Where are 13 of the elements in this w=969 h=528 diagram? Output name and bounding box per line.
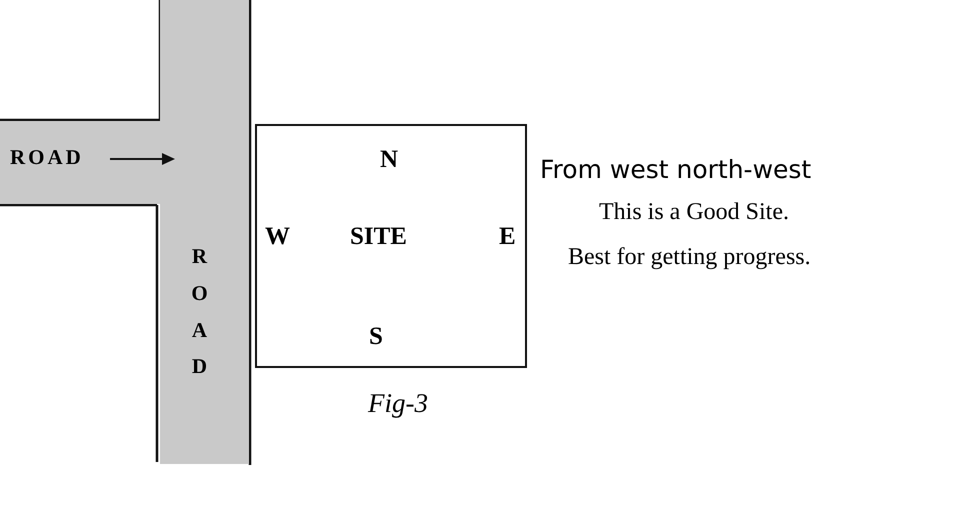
road-label: ROAD <box>10 145 84 170</box>
heading: From west north-west <box>540 155 812 184</box>
note-text: This is a Good Site. <box>599 199 789 226</box>
site-label: SITE <box>350 223 407 251</box>
note-text: Best for getting progress. <box>568 244 811 271</box>
site-plot <box>255 124 527 368</box>
road-band <box>160 0 249 464</box>
compass-label: W <box>265 223 290 251</box>
compass-label: N <box>380 146 398 174</box>
figure-caption: Fig-3 <box>368 388 428 419</box>
compass-label: S <box>369 323 383 351</box>
road-label: ROAD <box>190 243 209 380</box>
compass-label: E <box>499 223 516 251</box>
